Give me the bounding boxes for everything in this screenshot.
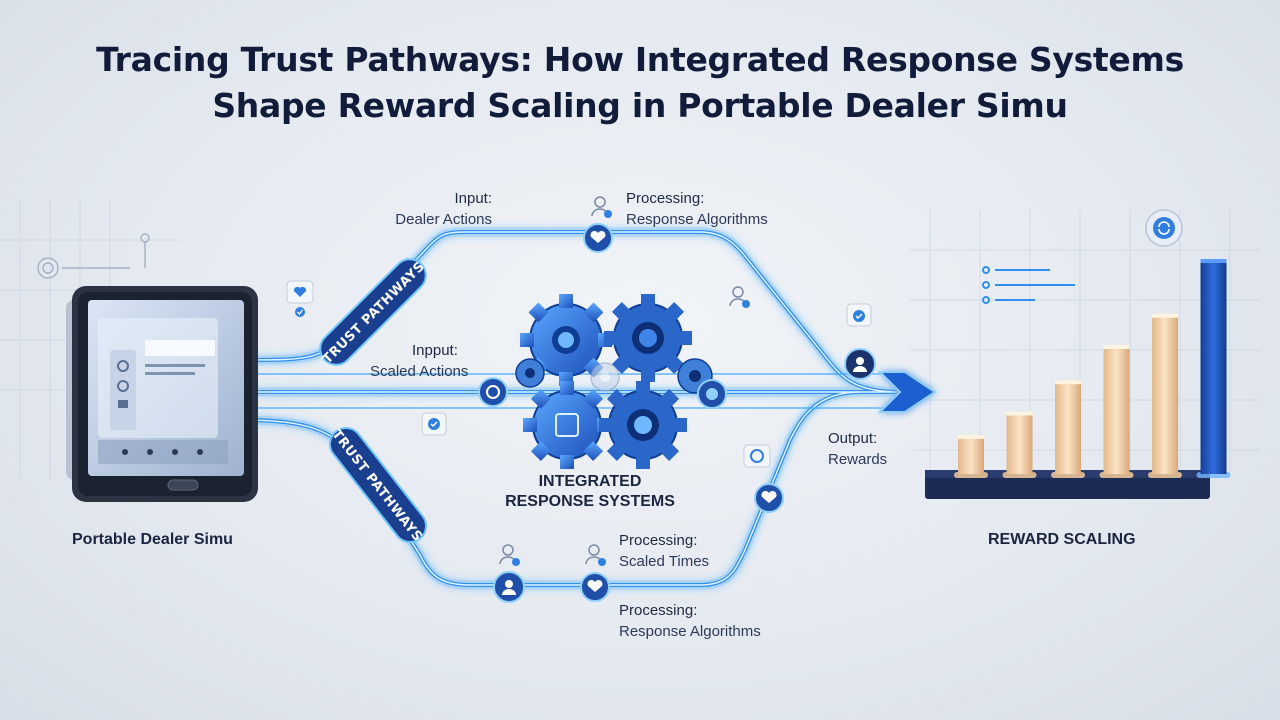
- radar-icon: [37, 233, 150, 279]
- chart-bar-top: [1055, 380, 1081, 385]
- user-node-icon: [493, 571, 525, 603]
- chart-bar-top: [1200, 259, 1227, 263]
- gear-cluster: [515, 294, 713, 469]
- label-input-mid-sub: Scaled Actions: [370, 363, 469, 380]
- chart-legend-lines: [982, 266, 1075, 304]
- gear-icon: [523, 381, 611, 469]
- heart-badge-icon: [286, 280, 314, 304]
- tablet-icon: [66, 286, 258, 502]
- label-output-heading: Output:: [828, 430, 878, 447]
- user-check-icon: [499, 544, 520, 566]
- label-processing-top: Processing: Response Algorithms: [626, 188, 768, 230]
- center-label-line-1: INTEGRATED: [538, 473, 642, 490]
- label-input-mid-heading: Inpput:: [412, 342, 458, 359]
- heart-icon: [583, 223, 613, 253]
- checkmark-badge-icon: [743, 444, 771, 468]
- label-processing-top-sub: Response Algorithms: [626, 211, 768, 228]
- chart-bar: [1055, 380, 1081, 474]
- label-processing-bottom-2-sub: Response Algorithms: [619, 623, 761, 640]
- target-node-icon: [697, 379, 727, 409]
- trust-pathway-pill-bottom: TRUST PATHWAYS: [329, 427, 428, 545]
- chart-caption: REWARD SCALING: [988, 531, 1136, 548]
- checkmark-badge-icon: [421, 412, 447, 436]
- label-processing-top-heading: Processing:: [626, 190, 705, 207]
- chart-bar-top: [958, 434, 984, 439]
- integrated-response-systems-label: INTEGRATED RESPONSE SYSTEMS: [480, 472, 700, 512]
- checkmark-icon: [295, 307, 305, 317]
- chart-bar: [1103, 345, 1130, 474]
- gear-icon: [599, 381, 687, 469]
- chart-bar: [1152, 313, 1178, 474]
- label-processing-bottom-2-heading: Processing:: [619, 602, 698, 619]
- gear-icon: [515, 358, 545, 388]
- label-input-top-heading: Input:: [454, 190, 492, 207]
- label-output-sub: Rewards: [828, 451, 888, 468]
- chart-bar: [958, 434, 984, 474]
- reward-chart: [925, 209, 1231, 499]
- label-input-top-sub: Dealer Actions: [395, 211, 492, 228]
- heart-icon: [754, 483, 784, 513]
- gear-icon: [590, 362, 620, 392]
- arrow-right-icon: [877, 371, 937, 413]
- chart-bar: [1006, 411, 1033, 474]
- label-output: Output: Rewards: [828, 428, 887, 470]
- trust-pathway-label-bottom: TRUST PATHWAYS: [329, 427, 426, 545]
- user-check-icon: [585, 544, 606, 566]
- chart-bar-top: [1006, 411, 1033, 416]
- label-processing-bottom-1-heading: Processing:: [619, 532, 698, 549]
- chart-bars: [954, 259, 1231, 478]
- title-line-1: Tracing Trust Pathways: How Integrated R…: [96, 40, 1184, 79]
- target-node-icon: [478, 377, 508, 407]
- chart-bar: [1200, 259, 1227, 474]
- path-nodes: [286, 196, 876, 603]
- checkmark-badge-icon: [846, 303, 872, 327]
- heart-icon: [580, 572, 610, 602]
- user-check-icon: [591, 196, 612, 218]
- chart-bar-top: [1103, 345, 1130, 349]
- refresh-icon: [1145, 209, 1183, 247]
- device-caption: Portable Dealer Simu: [72, 531, 233, 548]
- chart-base: [925, 475, 1210, 499]
- label-processing-bottom-1-sub: Scaled Times: [619, 553, 710, 570]
- label-input-top: Input: Dealer Actions: [395, 188, 492, 230]
- label-input-mid: Inpput: Scaled Actions: [370, 340, 468, 382]
- user-node-icon: [844, 348, 876, 380]
- user-check-icon: [729, 286, 750, 308]
- title-line-2: Shape Reward Scaling in Portable Dealer …: [212, 86, 1068, 125]
- label-processing-bottom-1: Processing: Scaled Times: [619, 530, 709, 572]
- chart-bar-top: [1152, 313, 1178, 318]
- label-processing-bottom-2: Processing: Response Algorithms: [619, 600, 761, 642]
- center-label-line-2: RESPONSE SYSTEMS: [505, 493, 675, 510]
